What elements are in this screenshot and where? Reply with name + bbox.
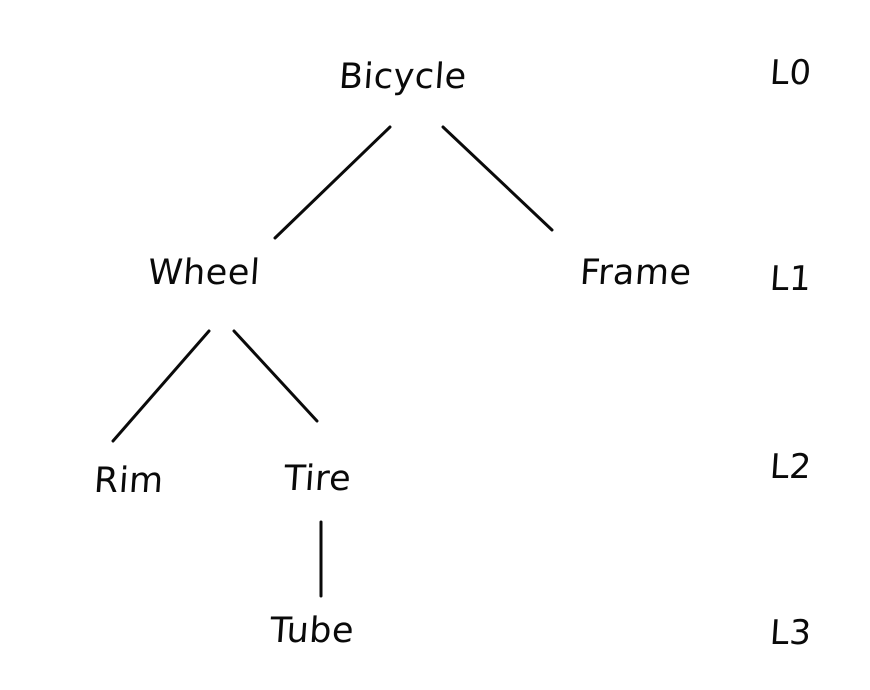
node-frame[interactable]: Frame <box>578 253 693 293</box>
edge-wheel-rim <box>111 329 211 443</box>
level-label-l3: L3 <box>768 613 813 653</box>
node-tube[interactable]: Tube <box>268 611 356 651</box>
node-wheel[interactable]: Wheel <box>146 253 262 293</box>
node-rim[interactable]: Rim <box>92 461 166 501</box>
level-label-l2: L2 <box>768 447 813 487</box>
edge-bicycle-frame <box>441 125 554 232</box>
level-label-l0: L0 <box>768 53 813 93</box>
node-bicycle[interactable]: Bicycle <box>337 57 469 97</box>
node-tire[interactable]: Tire <box>282 459 353 499</box>
edge-wheel-tire <box>232 329 319 423</box>
edge-bicycle-wheel <box>273 125 392 240</box>
level-label-l1: L1 <box>768 259 813 299</box>
